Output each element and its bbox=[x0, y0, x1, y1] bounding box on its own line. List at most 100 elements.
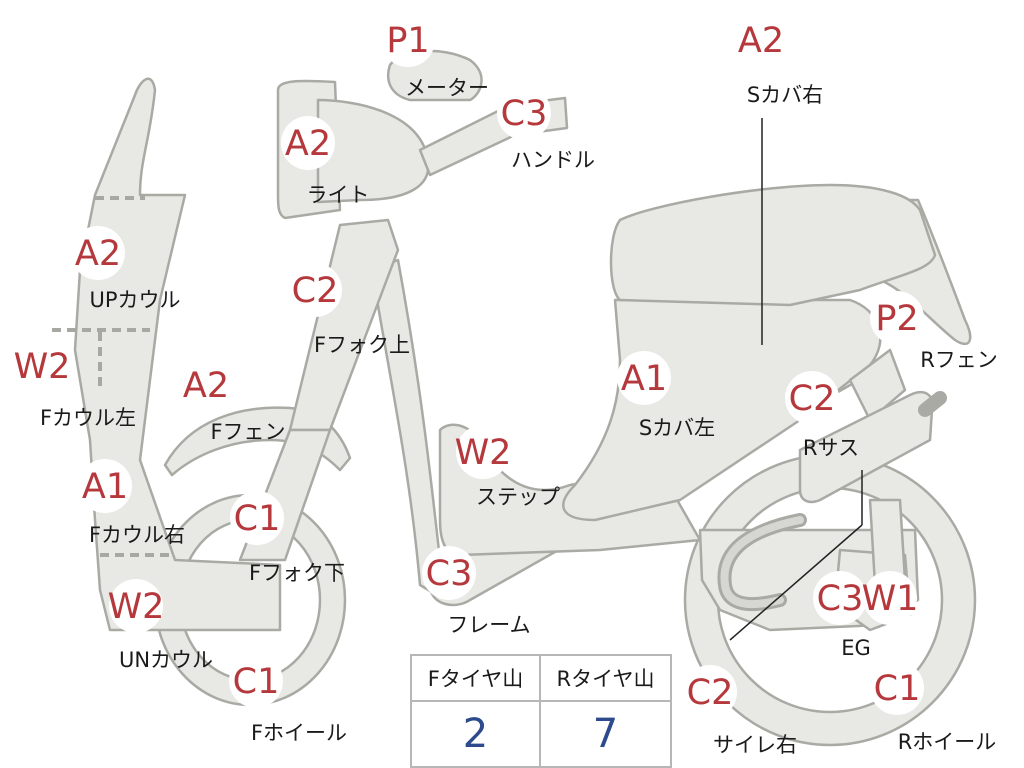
s-cover-right-label: Sカバ右 bbox=[747, 83, 823, 107]
step-label: ステップ bbox=[476, 485, 560, 509]
callout-frame: C3 フレーム bbox=[422, 546, 531, 637]
f-cowl-right-rating: A1 bbox=[82, 467, 128, 507]
un-cowl-circle bbox=[109, 579, 163, 633]
r-suspension-badge: C2 bbox=[785, 371, 839, 425]
f-fork-upper-rating: C2 bbox=[292, 271, 339, 311]
frame-circle bbox=[422, 546, 476, 600]
muffler-right-badge: C2 bbox=[683, 665, 737, 719]
engine-rating: C3 bbox=[817, 579, 864, 619]
light-rating: A2 bbox=[285, 124, 331, 164]
r-suspension-label: Rサス bbox=[803, 436, 859, 460]
engine-b-circle bbox=[863, 571, 917, 625]
meter-circle bbox=[381, 13, 435, 67]
r-suspension-circle bbox=[785, 371, 839, 425]
un-cowl-rating: W2 bbox=[108, 587, 165, 627]
rear-tire-header: Rタイヤ山 bbox=[541, 656, 670, 702]
muffler-leader bbox=[729, 524, 863, 641]
callout-light: A2 ライト bbox=[281, 116, 370, 207]
s-cover-right-rating: A2 bbox=[738, 21, 784, 61]
rear-suspension-drawing bbox=[798, 391, 947, 504]
rear-wheel-drawing bbox=[683, 453, 977, 747]
f-fender-label: Fフェン bbox=[210, 420, 285, 444]
f-cowl-left-label: Fカウル左 bbox=[40, 406, 136, 430]
f-cowl-left-rating: W2 bbox=[14, 347, 71, 387]
light-circle bbox=[281, 116, 335, 170]
f-wheel-badge: C1 bbox=[229, 654, 283, 708]
r-fender-rating: P2 bbox=[875, 299, 918, 339]
front-tire-value: 2 bbox=[412, 702, 541, 766]
callout-step: W2 ステップ bbox=[455, 425, 560, 509]
f-fork-lower-badge: C1 bbox=[230, 491, 284, 545]
frame-rating: C3 bbox=[426, 554, 473, 594]
f-fork-lower-circle bbox=[230, 491, 284, 545]
callout-meter: P1 メーター bbox=[381, 13, 489, 100]
f-fender-badge: A2 bbox=[179, 358, 233, 412]
f-fork-upper-badge: C2 bbox=[288, 263, 342, 317]
meter-label: メーター bbox=[405, 76, 489, 100]
un-cowl-label: UNカウル bbox=[119, 648, 213, 672]
light-badge: A2 bbox=[281, 116, 335, 170]
f-cowl-right-circle bbox=[78, 459, 132, 513]
r-fender-circle bbox=[870, 291, 924, 345]
s-cover-left-rating: A1 bbox=[621, 359, 667, 399]
f-wheel-rating: C1 bbox=[233, 662, 280, 702]
step-circle bbox=[456, 425, 510, 479]
f-cowl-left-circle bbox=[15, 339, 69, 393]
f-cowl-left-badge: W2 bbox=[14, 339, 71, 393]
meter-badge: P1 bbox=[381, 13, 435, 67]
up-cowl-badge: A2 bbox=[71, 226, 125, 280]
light-label: ライト bbox=[307, 183, 370, 207]
front-tire-header: Fタイヤ山 bbox=[412, 656, 541, 702]
up-cowl-label: UPカウル bbox=[89, 288, 180, 312]
muffler-right-label: サイレ右 bbox=[713, 733, 797, 757]
f-wheel-label: Fホイール bbox=[251, 721, 347, 745]
up-cowl-circle bbox=[71, 226, 125, 280]
f-fork-lower-rating: C1 bbox=[234, 499, 281, 539]
r-wheel-badge: C1 bbox=[870, 661, 924, 715]
handle-circle bbox=[497, 86, 551, 140]
s-cover-right-badge: A2 bbox=[734, 13, 788, 67]
r-fender-badge: P2 bbox=[870, 291, 924, 345]
callout-muffler-right: C2 サイレ右 bbox=[683, 665, 797, 757]
frame-label: フレーム bbox=[447, 613, 530, 637]
engine-badge: C3 bbox=[813, 571, 867, 625]
s-cover-left-badge: A1 bbox=[617, 351, 671, 405]
engine-b-rating: W1 bbox=[862, 579, 919, 619]
handle-badge: C3 bbox=[497, 86, 551, 140]
s-cover-right-circle bbox=[734, 13, 788, 67]
f-fork-upper-label: Fフォク上 bbox=[314, 333, 410, 357]
r-wheel-label: Rホイール bbox=[898, 730, 997, 754]
r-wheel-rating: C1 bbox=[874, 669, 921, 709]
rear-tire-value: 7 bbox=[592, 711, 619, 757]
r-wheel-circle bbox=[870, 661, 924, 715]
engine-b-badge: W1 bbox=[862, 571, 919, 625]
engine-circle bbox=[813, 571, 867, 625]
f-wheel-circle bbox=[229, 654, 283, 708]
up-cowl-rating: A2 bbox=[75, 234, 121, 274]
f-cowl-right-label: Fカウル右 bbox=[89, 523, 185, 547]
f-fork-lower-label: Fフォク下 bbox=[249, 561, 345, 585]
f-fender-circle bbox=[179, 358, 233, 412]
frame-badge: C3 bbox=[422, 546, 476, 600]
r-suspension-rating: C2 bbox=[789, 379, 836, 419]
s-cover-left-circle bbox=[617, 351, 671, 405]
engine-label: EG bbox=[841, 636, 871, 660]
muffler-right-circle bbox=[683, 665, 737, 719]
f-cowl-right-badge: A1 bbox=[78, 459, 132, 513]
step-badge: W2 bbox=[455, 425, 511, 479]
